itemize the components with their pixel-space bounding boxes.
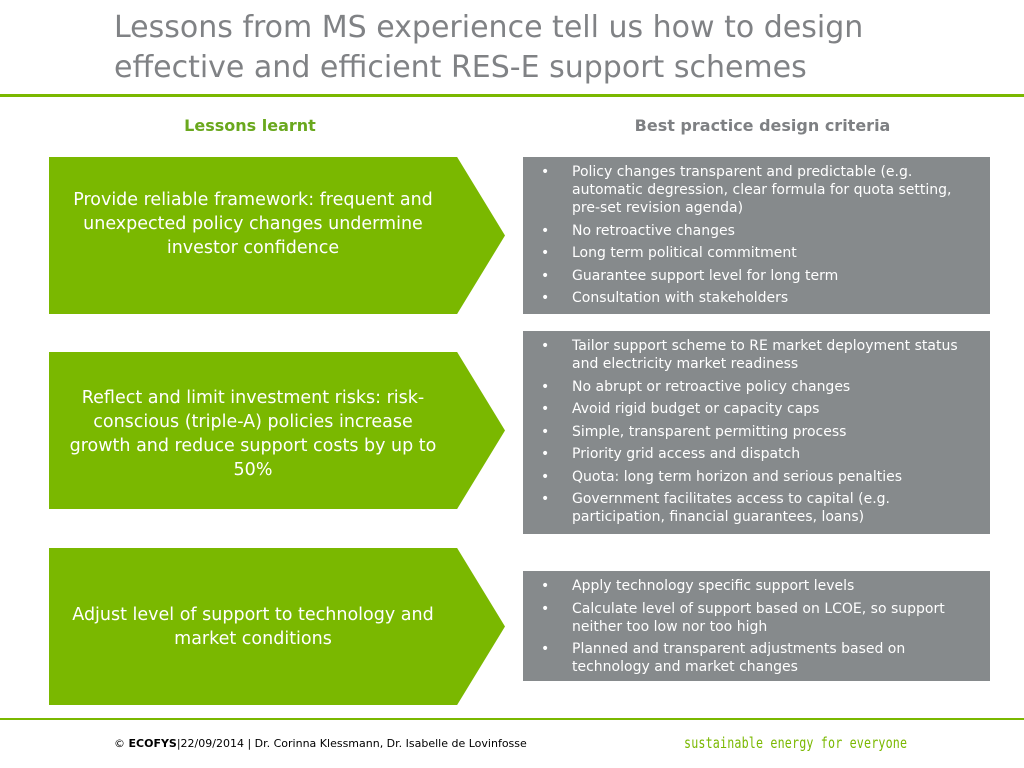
- header-divider: [0, 94, 1024, 97]
- criteria-box-2: Tailor support scheme to RE market deplo…: [523, 331, 990, 534]
- best-practice-heading: Best practice design criteria: [634, 116, 891, 135]
- criteria-box-1: Policy changes transparent and predictab…: [523, 157, 990, 314]
- criteria-item: Calculate level of support based on LCOE…: [533, 600, 970, 636]
- criteria-item: Tailor support scheme to RE market deplo…: [533, 337, 970, 373]
- tagline: sustainable energy for everyone: [684, 734, 908, 752]
- lesson-text-3: Adjust level of support to technology an…: [72, 604, 434, 649]
- lessons-learnt-heading: Lessons learnt: [184, 116, 316, 135]
- lesson-arrow-2: Reflect and limit investment risks: risk…: [49, 352, 505, 509]
- criteria-item: No retroactive changes: [533, 222, 970, 240]
- slide-title-line-2: effective and efficient RES-E support sc…: [114, 50, 807, 85]
- criteria-list-3: Apply technology specific support levels…: [533, 577, 970, 676]
- criteria-item: Priority grid access and dispatch: [533, 445, 970, 463]
- criteria-list-1: Policy changes transparent and predictab…: [533, 163, 970, 307]
- criteria-item: Planned and transparent adjustments base…: [533, 640, 970, 676]
- footer-details: |22/09/2014 | Dr. Corinna Klessmann, Dr.…: [176, 737, 527, 750]
- criteria-item: Simple, transparent permitting process: [533, 423, 970, 441]
- criteria-item: No abrupt or retroactive policy changes: [533, 378, 970, 396]
- criteria-item: Quota: long term horizon and serious pen…: [533, 468, 970, 486]
- criteria-item: Long term political commitment: [533, 244, 970, 262]
- lesson-text-2: Reflect and limit investment risks: risk…: [69, 388, 437, 480]
- footer-divider: [0, 718, 1024, 720]
- criteria-item: Consultation with stakeholders: [533, 289, 970, 307]
- criteria-list-2: Tailor support scheme to RE market deplo…: [533, 337, 970, 526]
- criteria-item: Guarantee support level for long term: [533, 267, 970, 285]
- footer-credits: © ECOFYS|22/09/2014 | Dr. Corinna Klessm…: [114, 737, 527, 751]
- copyright-symbol: ©: [114, 737, 125, 750]
- slide-title-line-1: Lessons from MS experience tell us how t…: [114, 10, 864, 45]
- criteria-item: Government facilitates access to capital…: [533, 490, 970, 526]
- lesson-text-1: Provide reliable framework: frequent and…: [73, 190, 433, 258]
- criteria-box-3: Apply technology specific support levels…: [523, 571, 990, 681]
- slide-title: Lessons from MS experience tell us how t…: [114, 8, 994, 88]
- footer-brand: ECOFYS: [128, 737, 177, 750]
- criteria-item: Avoid rigid budget or capacity caps: [533, 400, 970, 418]
- criteria-item: Apply technology specific support levels: [533, 577, 970, 595]
- lesson-arrow-1: Provide reliable framework: frequent and…: [49, 157, 505, 314]
- criteria-item: Policy changes transparent and predictab…: [533, 163, 970, 217]
- lesson-arrow-3: Adjust level of support to technology an…: [49, 548, 505, 705]
